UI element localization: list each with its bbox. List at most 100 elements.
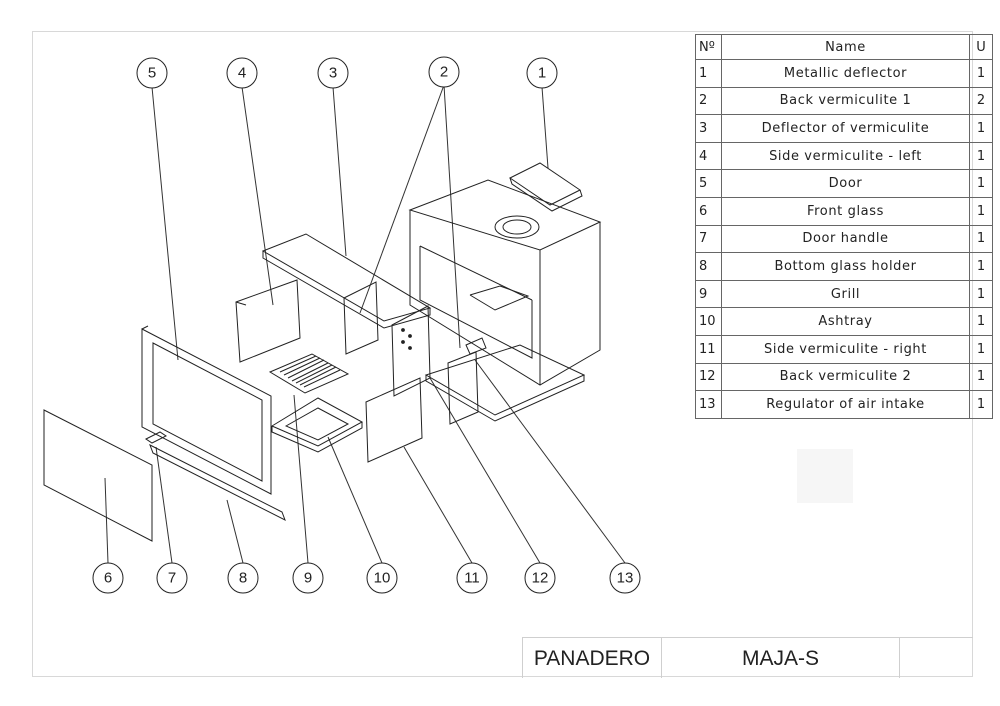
row-units: 1 (969, 196, 993, 226)
row-units: 1 (969, 224, 993, 254)
part-deflector-vermiculite (261, 233, 432, 329)
svg-text:6: 6 (104, 570, 112, 587)
part-back-vermiculite-2 (447, 351, 479, 425)
svg-text:3: 3 (329, 65, 337, 82)
row-units: 1 (969, 279, 993, 309)
row-number: 13 (695, 390, 722, 419)
row-units: 2 (969, 86, 993, 116)
part-ashtray (270, 397, 364, 453)
row-units: 1 (969, 390, 993, 419)
row-units: 1 (969, 169, 993, 198)
row-number: 3 (695, 114, 722, 143)
part-door-side-panel (391, 305, 431, 397)
row-units: 1 (969, 362, 993, 392)
bubble-3: 3 (317, 57, 349, 89)
row-name: Deflector of vermiculite (721, 114, 970, 143)
row-name: Back vermiculite 2 (721, 362, 970, 392)
part-door-handle (145, 431, 167, 444)
bubble-11: 11 (456, 562, 488, 594)
row-units: 1 (969, 114, 993, 143)
svg-text:11: 11 (464, 570, 480, 587)
bubble-4: 4 (226, 57, 258, 89)
row-name: Metallic deflector (721, 59, 970, 88)
svg-text:2: 2 (440, 64, 448, 81)
row-name: Back vermiculite 1 (721, 86, 970, 116)
column-header-number: Nº (695, 34, 722, 60)
bubble-9: 9 (292, 562, 324, 594)
bubble-7: 7 (156, 562, 188, 594)
svg-text:8: 8 (239, 570, 247, 587)
row-name: Bottom glass holder (721, 252, 970, 281)
part-bottom-glass-holder (149, 443, 286, 522)
row-number: 1 (695, 59, 722, 88)
row-units: 1 (969, 141, 993, 171)
svg-text:10: 10 (374, 570, 391, 587)
brand-name: PANADERO (523, 638, 662, 678)
svg-text:7: 7 (168, 570, 176, 587)
part-front-glass (43, 409, 153, 542)
row-name: Regulator of air intake (721, 390, 970, 419)
row-number: 5 (695, 169, 722, 198)
bubble-12: 12 (524, 562, 556, 594)
row-name: Ashtray (721, 307, 970, 336)
row-units: 1 (969, 307, 993, 336)
table-header-row: Nº Name U (695, 34, 993, 60)
svg-text:1: 1 (538, 65, 546, 82)
row-number: 8 (695, 252, 722, 281)
bubble-5: 5 (136, 57, 168, 89)
row-name: Front glass (721, 196, 970, 226)
bubble-10: 10 (366, 562, 398, 594)
row-units: 1 (969, 334, 993, 364)
part-metallic-deflector (509, 162, 583, 212)
part-grill (268, 353, 350, 394)
bubble-2: 2 (428, 56, 460, 88)
part-side-vermiculite-left (235, 279, 301, 363)
svg-text:13: 13 (617, 570, 634, 587)
row-number: 6 (695, 196, 722, 226)
part-stove-body (408, 179, 602, 422)
column-header-units: U (969, 34, 993, 60)
bubble-13: 13 (609, 562, 641, 594)
row-number: 4 (695, 141, 722, 171)
row-name: Door handle (721, 224, 970, 254)
row-number: 11 (695, 334, 722, 364)
leader-lines (104, 84, 626, 564)
row-number: 10 (695, 307, 722, 336)
row-units: 1 (969, 59, 993, 88)
title-block: PANADERO MAJA-S (522, 637, 973, 678)
part-side-vermiculite-right (365, 377, 423, 463)
bubble-6: 6 (92, 562, 124, 594)
part-door (141, 325, 272, 495)
row-number: 12 (695, 362, 722, 392)
row-name: Grill (721, 279, 970, 309)
model-name: MAJA-S (662, 638, 900, 678)
part-regulator-air-intake (465, 337, 487, 355)
row-number: 9 (695, 279, 722, 309)
title-block-empty-cell (900, 638, 973, 678)
bubble-1: 1 (526, 57, 558, 89)
svg-text:4: 4 (238, 65, 246, 82)
row-name: Door (721, 169, 970, 198)
bubble-8: 8 (227, 562, 259, 594)
row-units: 1 (969, 252, 993, 281)
row-number: 2 (695, 86, 722, 116)
svg-text:9: 9 (304, 570, 312, 587)
row-number: 7 (695, 224, 722, 254)
row-name: Side vermiculite - left (721, 141, 970, 171)
column-header-name: Name (721, 34, 970, 60)
row-name: Side vermiculite - right (721, 334, 970, 364)
